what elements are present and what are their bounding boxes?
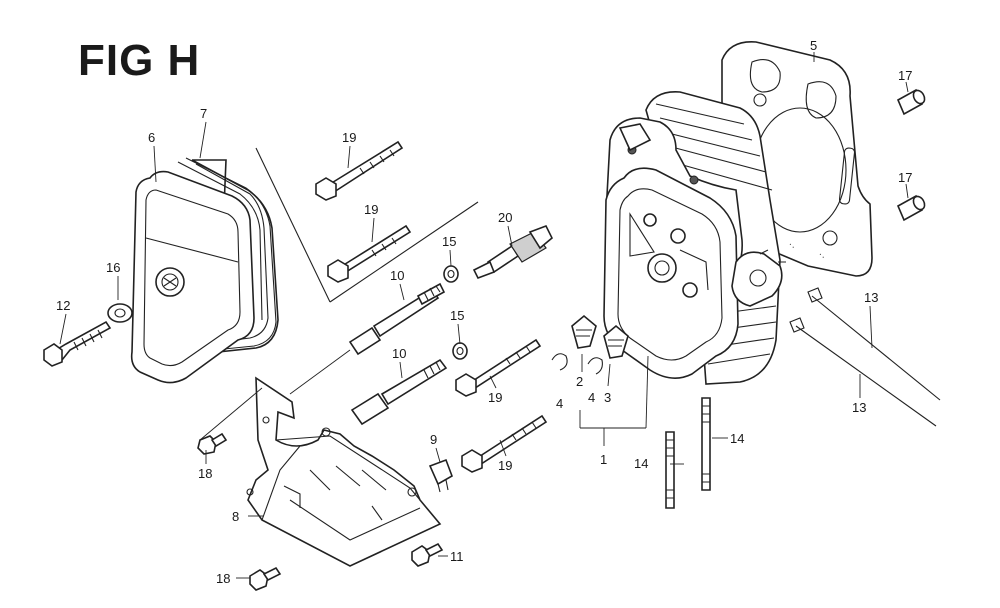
figure-title: FIG H	[78, 36, 201, 85]
rocker-cover	[130, 170, 255, 384]
callout-14-b: 14	[730, 431, 744, 446]
callout-12: 12	[56, 298, 70, 313]
washer-15-lower	[452, 342, 468, 360]
callout-4-b: 4	[588, 390, 595, 405]
leader-lines	[59, 52, 909, 579]
cover-washer	[107, 303, 133, 323]
callout-7: 7	[200, 106, 207, 121]
callout-19-c: 19	[488, 390, 502, 405]
assembly-boundary-lines	[255, 147, 479, 303]
callout-19-b: 19	[364, 202, 378, 217]
spark-plug	[472, 224, 553, 280]
callout-13-a: 13	[864, 290, 878, 305]
callout-19-d: 19	[498, 458, 512, 473]
callout-15-a: 15	[442, 234, 456, 249]
dowel-pin-17-lower	[896, 194, 926, 222]
clamp	[428, 458, 453, 493]
valve-stem-seal-3	[603, 324, 629, 359]
push-rod-13-lower	[789, 317, 937, 427]
stud-14-left	[665, 431, 675, 509]
bolt-19-lower-a	[455, 338, 542, 397]
callout-15-b: 15	[450, 308, 464, 323]
cover-bolt	[43, 320, 112, 367]
air-guide-shroud	[246, 376, 442, 567]
callout-4-a: 4	[556, 396, 563, 411]
callout-17-b: 17	[898, 170, 912, 185]
bolt-19-upper	[315, 140, 404, 201]
callout-16: 16	[106, 260, 120, 275]
callout-18-a: 18	[198, 466, 212, 481]
callout-17-a: 17	[898, 68, 912, 83]
callout-10-a: 10	[390, 268, 404, 283]
callout-11: 11	[450, 549, 464, 564]
callout-1: 1	[600, 452, 607, 467]
callout-14-a: 14	[634, 456, 648, 471]
stud-10-lower	[350, 358, 448, 426]
callout-9: 9	[430, 432, 437, 447]
callout-8: 8	[232, 509, 239, 524]
rocker-cover-gasket	[177, 157, 279, 353]
callout-19-a: 19	[342, 130, 356, 145]
callout-13-b: 13	[852, 400, 866, 415]
callout-3: 3	[604, 390, 611, 405]
valve-stem-seal-2	[571, 314, 597, 349]
push-rod-13-upper	[807, 287, 941, 401]
bolt-18-bottom	[249, 566, 282, 591]
callout-10-b: 10	[392, 346, 406, 361]
bolt-19-middle	[327, 224, 412, 283]
retainer-clip-4b	[587, 357, 603, 375]
callout-18-b: 18	[216, 571, 230, 586]
bolt-11	[411, 542, 444, 567]
callout-5: 5	[810, 38, 817, 53]
callout-6: 6	[148, 130, 155, 145]
retainer-clip-4a	[551, 353, 568, 371]
callout-labels: 6 7 16 12 19 19 20 15 15 10 10 19 19 9 1…	[56, 38, 912, 586]
bolt-18-left	[197, 432, 228, 455]
cylinder-head	[603, 91, 786, 385]
callout-20: 20	[498, 210, 512, 225]
washer-15-upper	[443, 265, 459, 283]
bolt-19-lower-b	[461, 414, 548, 473]
stud-10-upper	[348, 282, 446, 356]
dowel-pin-17-upper	[896, 88, 926, 116]
callout-2: 2	[576, 374, 583, 389]
stud-14-right	[701, 397, 711, 491]
